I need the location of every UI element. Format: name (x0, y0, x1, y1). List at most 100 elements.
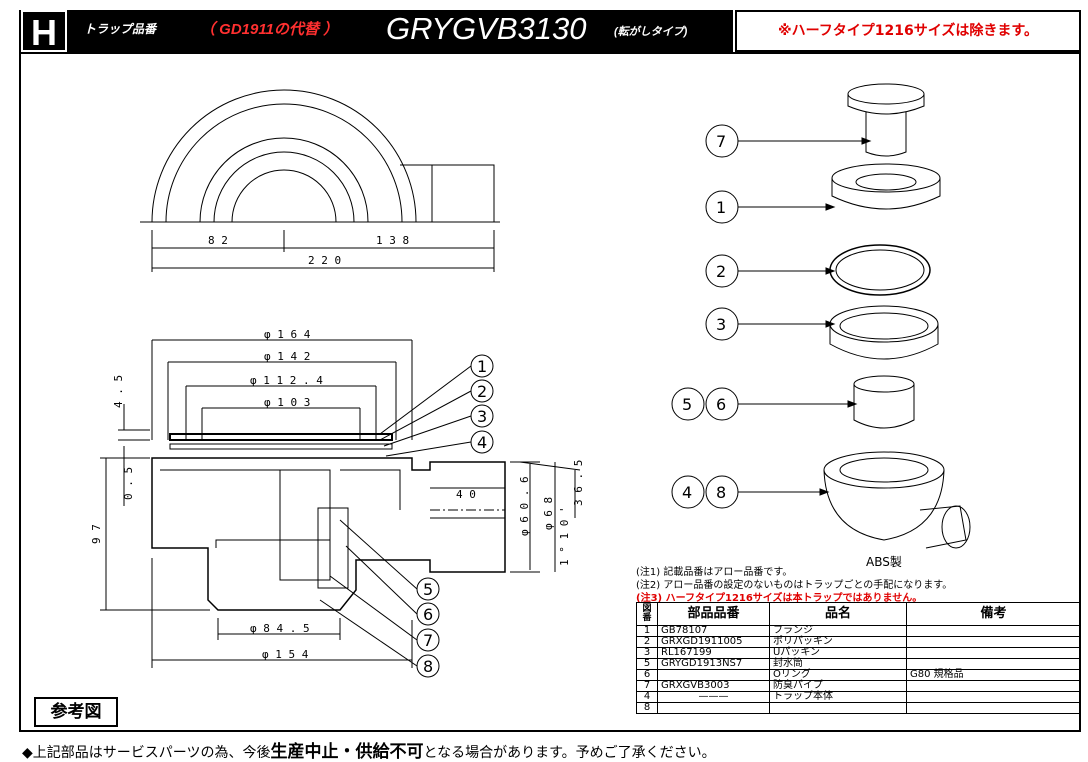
exploded-callout-2: 2 (716, 262, 726, 281)
note-2: (注2) アロー品番の設定のないものはトラップごとの手配になります。 (636, 580, 953, 591)
header-remark: 備考 (906, 602, 1081, 626)
dim-slope: 1 ° 1 0 ' (558, 506, 571, 566)
header-label: トラップ品番 (84, 22, 157, 36)
header-name: 品名 (769, 602, 907, 626)
cell-remark: G80 規格品 (906, 669, 1081, 681)
top-view (140, 89, 500, 272)
cell-no: 2 (636, 636, 658, 648)
cell-name: トラップ本体 (769, 691, 907, 703)
dim-82: 8 2 (208, 234, 228, 247)
side-callout-4: 4 (477, 433, 487, 452)
exploded-callout-8: 8 (716, 483, 726, 502)
cell-remark (906, 680, 1081, 692)
dim-d103: φ 1 0 3 (264, 396, 310, 409)
parts-table-header: 図番 部品品番 品名 備考 (636, 602, 1081, 626)
header-no: 図番 (636, 602, 658, 626)
exploded-leaders (738, 137, 872, 496)
cell-part (657, 669, 770, 681)
notice: ※ハーフタイプ1216サイズは除きます。 (735, 10, 1081, 52)
reference-label: 参考図 (34, 697, 118, 727)
cell-part: RL167199 (657, 647, 770, 659)
exploded-callouts: 7 1 2 3 5 6 4 8 (671, 124, 739, 509)
dim-d845: φ 8 4 . 5 (250, 622, 310, 635)
cell-no: 4 (636, 691, 658, 703)
exploded-callout-7: 7 (716, 132, 726, 151)
footer-note: ◆上記部品はサービスパーツの為、今後生産中止・供給不可となる場合があります。予め… (22, 742, 716, 762)
cell-name: フランジ (769, 625, 907, 637)
dim-d164: φ 1 6 4 (264, 328, 311, 341)
table-row: 8 (636, 702, 1081, 714)
dim-138: 1 3 8 (376, 234, 409, 247)
cell-no: 1 (636, 625, 658, 637)
note-3: (注3) ハーフタイプ1216サイズは本トラップではありません。 (636, 593, 923, 604)
cell-no: 6 (636, 669, 658, 681)
cell-no: 3 (636, 647, 658, 659)
exploded-callout-4: 4 (682, 483, 692, 502)
cell-no: 7 (636, 680, 658, 692)
material-label: ABS製 (866, 555, 902, 569)
exploded-callout-6: 6 (716, 395, 726, 414)
dim-220: 2 2 0 (308, 254, 341, 267)
side-callout-5: 5 (423, 580, 433, 599)
side-callout-7: 7 (423, 631, 433, 650)
side-callout-6: 6 (423, 605, 433, 624)
dim-h45: 4 . 5 (112, 375, 125, 408)
side-callout-3: 3 (477, 407, 487, 426)
exploded-callout-1: 1 (716, 198, 726, 217)
header-part: 部品品番 (657, 602, 770, 626)
cell-part: GB78107 (657, 625, 770, 637)
cell-name: Oリング (769, 669, 907, 681)
cell-remark (906, 647, 1081, 659)
drawing-frame (19, 52, 1081, 732)
table-row: 4———トラップ本体 (636, 691, 1081, 703)
section-letter: H (21, 10, 67, 53)
side-callout-2: 2 (477, 382, 487, 401)
header-bar (19, 10, 733, 52)
side-callout-1: 1 (477, 357, 487, 376)
cell-part: GRXGVB3003 (657, 680, 770, 692)
note-1: (注1) 記載品番はアロー品番です。 (636, 567, 793, 578)
dim-d606: φ 6 0 . 6 (518, 476, 531, 536)
side-section (100, 339, 581, 668)
cell-part: GRYGD1913NS7 (657, 658, 770, 670)
header-replace: （ GD1911の代替 ） (200, 21, 339, 38)
cell-name: 封水筒 (769, 658, 907, 670)
cell-part: ——— (657, 691, 770, 703)
dim-h365: 3 6 . 5 (572, 460, 585, 506)
header-type: (転がしタイプ) (614, 26, 688, 38)
side-callout-8: 8 (423, 657, 433, 676)
cell-name: ポリパッキン (769, 636, 907, 648)
cell-remark (906, 691, 1081, 703)
cell-remark (906, 658, 1081, 670)
header-model: GRYGVB3130 (386, 11, 587, 46)
dim-d142: φ 1 4 2 (264, 350, 310, 363)
dim-d112: φ 1 1 2 . 4 (250, 374, 323, 387)
side-callouts: 1 2 3 4 5 6 7 8 (416, 354, 494, 678)
exploded-callout-3: 3 (716, 315, 726, 334)
cell-name: Uパッキン (769, 647, 907, 659)
cell-remark (906, 702, 1081, 714)
dim-w40: 4 0 (456, 488, 476, 501)
dim-h05: 0 . 5 (122, 467, 135, 500)
side-callout-leaders (319, 365, 472, 667)
cell-part: GRXGD1911005 (657, 636, 770, 648)
cell-no: 8 (636, 702, 658, 714)
cell-name: 防臭パイプ (769, 680, 907, 692)
cell-name (769, 702, 907, 714)
dim-h97: 9 7 (90, 524, 103, 544)
cell-no: 5 (636, 658, 658, 670)
cell-part (657, 702, 770, 714)
dim-d68: φ 6 8 (542, 497, 555, 530)
exploded-callout-5: 5 (682, 395, 692, 414)
dim-d154: φ 1 5 4 (262, 648, 309, 661)
cell-remark (906, 625, 1081, 637)
cell-remark (906, 636, 1081, 648)
